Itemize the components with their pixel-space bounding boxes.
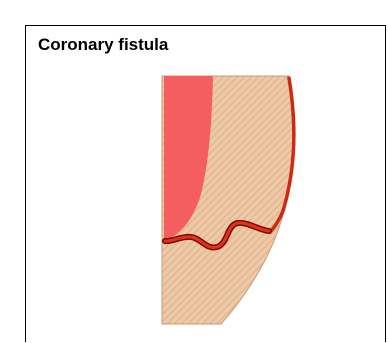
diagram-panel: Coronary fistula [25, 25, 386, 342]
heart-wall-diagram [26, 26, 387, 343]
